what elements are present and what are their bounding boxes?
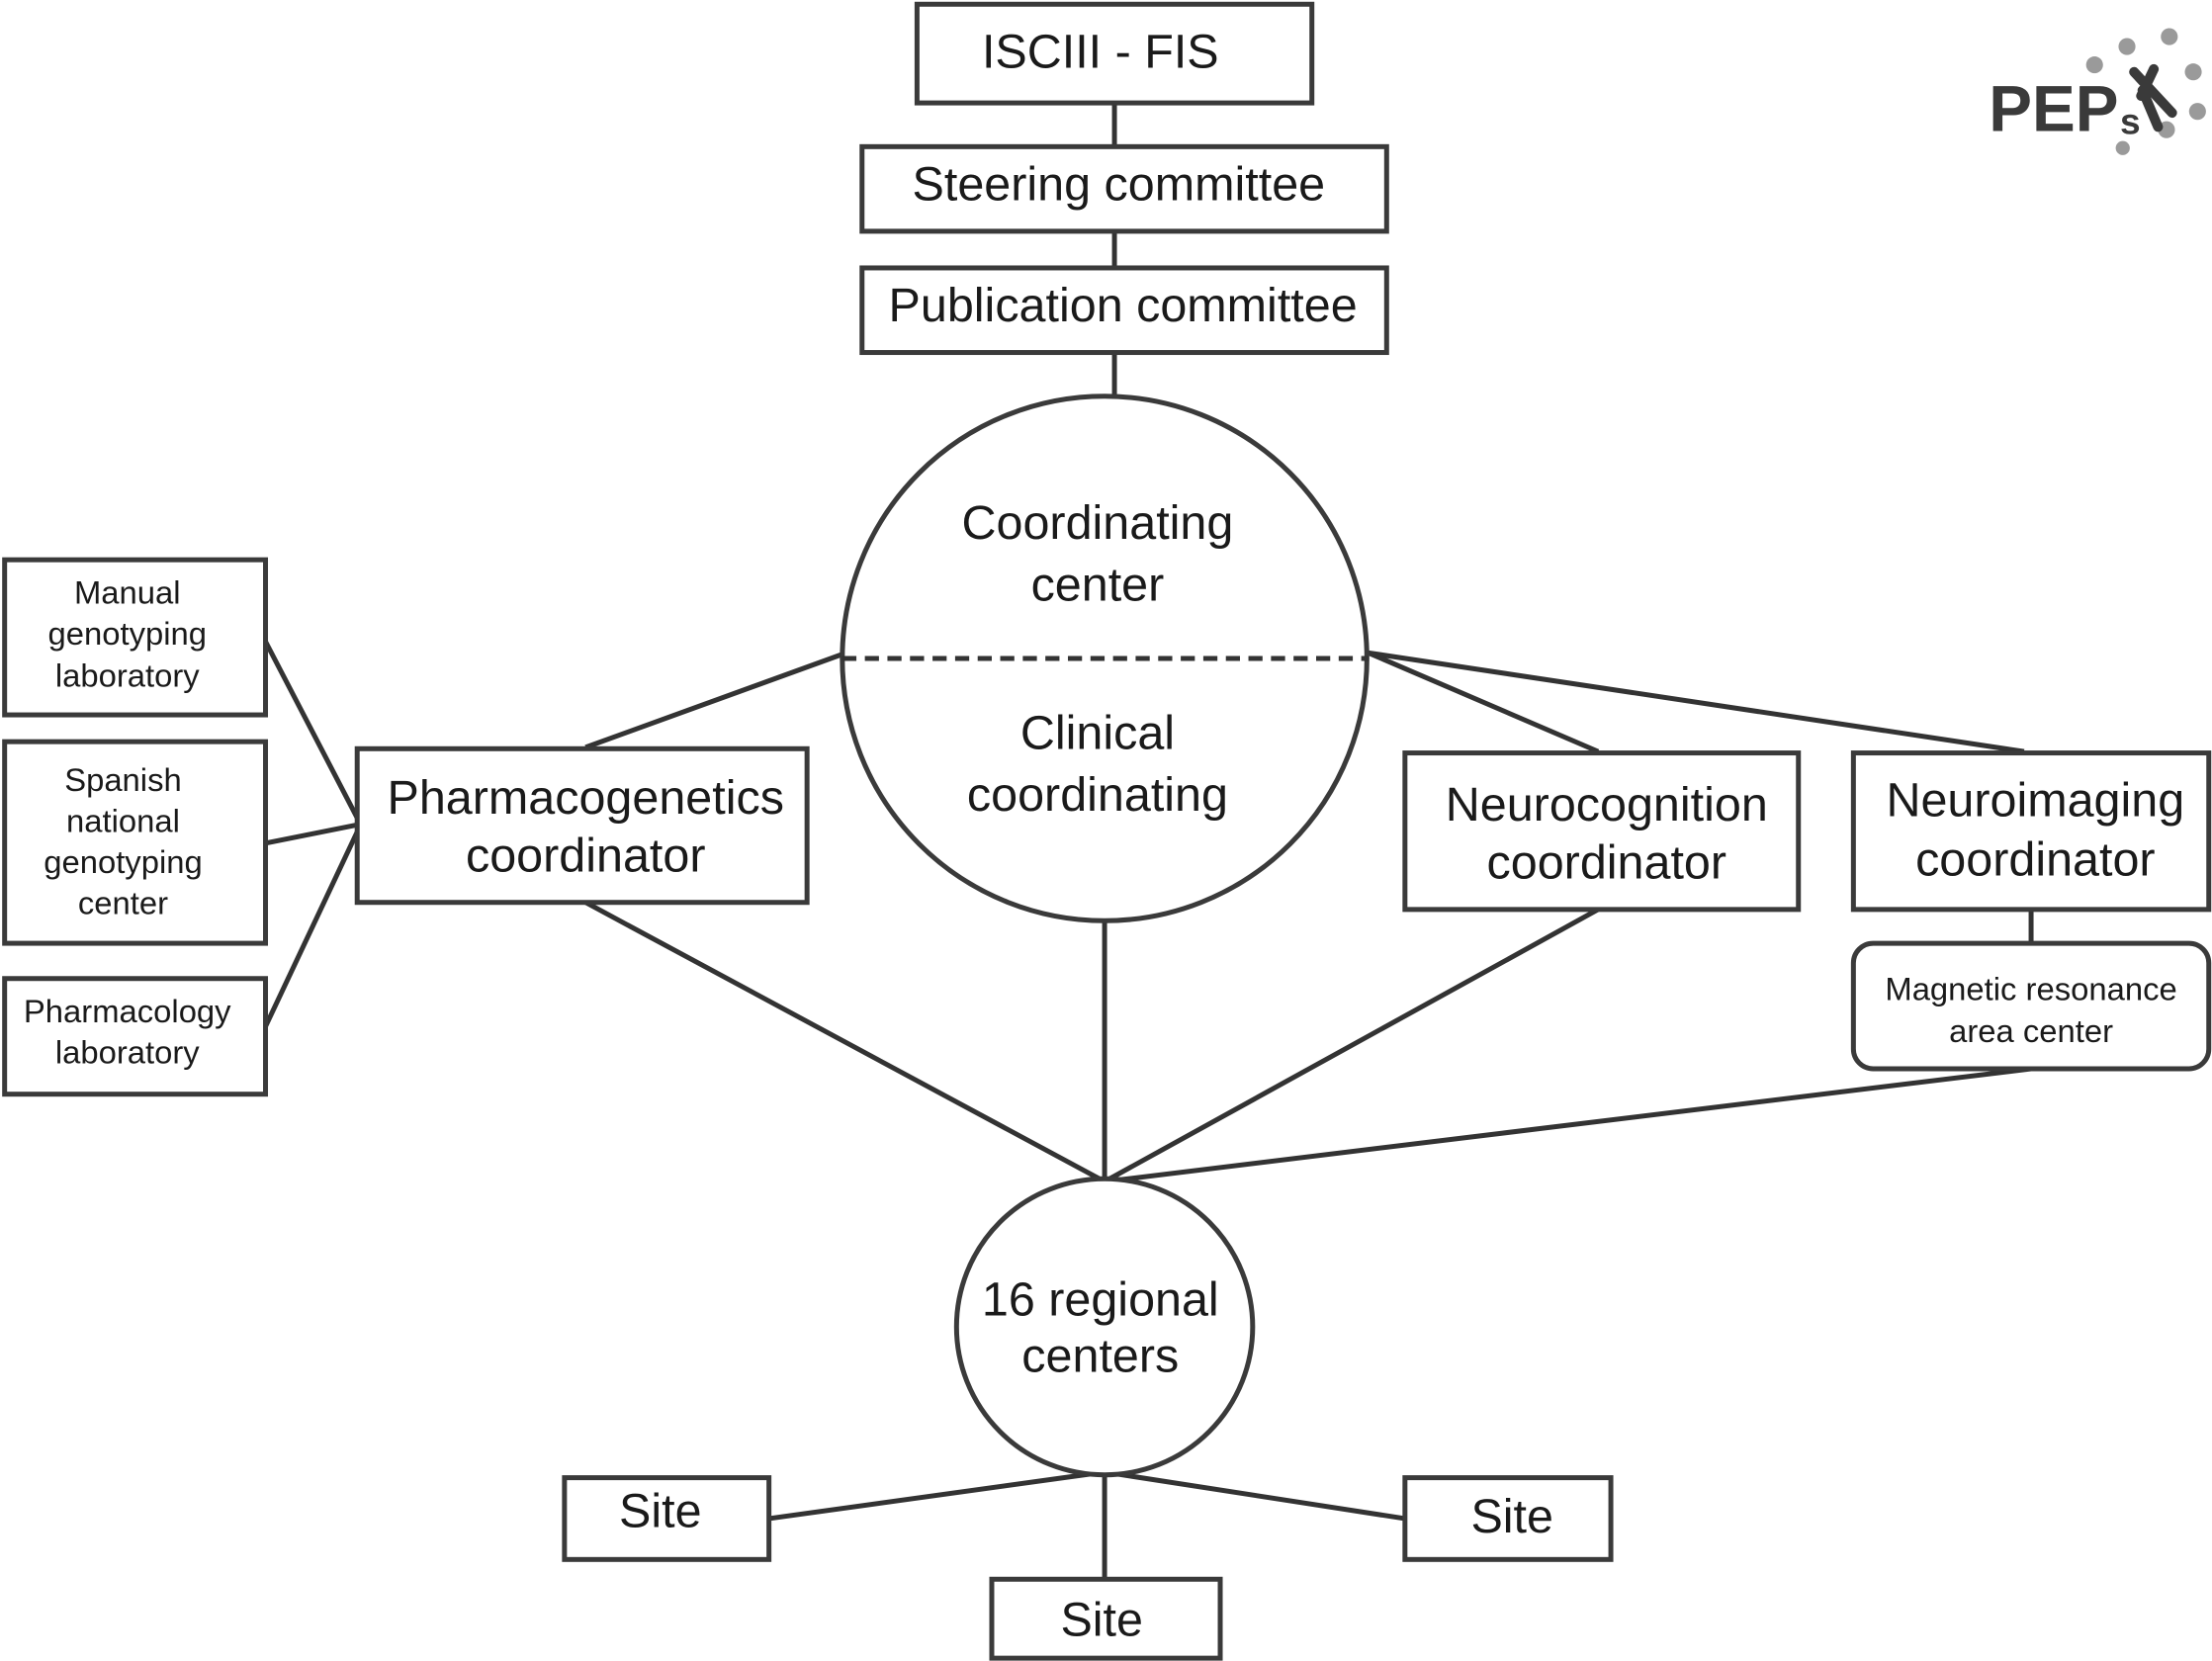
- neurocognition-label: Neurocognition: [1446, 778, 1768, 831]
- neuroimaging-coordinator-box: Neuroimaging coordinator: [1850, 750, 2212, 913]
- steering-committee-label: Steering committee: [913, 157, 1326, 211]
- connector: [1103, 907, 1600, 1184]
- spanish-genotyping-label: national: [66, 803, 180, 839]
- funder-box: ISCIII - FIS: [914, 1, 1315, 106]
- coordinating-center-circle: Coordinating center Clinical coordinatin…: [840, 393, 1370, 923]
- publication-committee-label: Publication committee: [889, 279, 1358, 332]
- neuroimaging-label: Neuroimaging: [1886, 774, 2184, 828]
- spanish-genotyping-label: Spanish: [64, 761, 182, 798]
- pharmacology-lab-box: Pharmacology laboratory: [2, 976, 269, 1097]
- steering-committee-box: Steering committee: [859, 143, 1389, 234]
- connector: [265, 822, 358, 846]
- spanish-genotyping-label: center: [78, 884, 168, 920]
- site-box: Site: [989, 1576, 1223, 1661]
- logo-wordmark: PEPs: [1989, 73, 2140, 145]
- peps-logo: PEPs: [1989, 28, 2206, 155]
- connector: [584, 900, 1106, 1184]
- pharmacogenetics-coordinator-box: Pharmacogenetics coordinator: [354, 745, 810, 906]
- clinical-coordinating-label: Clinical: [1020, 706, 1175, 759]
- publication-committee-box: Publication committee: [859, 265, 1389, 356]
- manual-genotyping-label: Manual: [74, 574, 181, 611]
- neurocognition-label: coordinator: [1487, 835, 1727, 889]
- funder-label: ISCIII - FIS: [982, 25, 1219, 78]
- site-label: Site: [1470, 1490, 1553, 1543]
- chromosome-icon: [2129, 63, 2177, 132]
- regional-centers-label: 16 regional: [982, 1273, 1219, 1327]
- regional-centers-label: centers: [1021, 1330, 1179, 1383]
- site-box: Site: [562, 1475, 772, 1562]
- spanish-genotyping-box: Spanish national genotyping center: [2, 739, 269, 946]
- site-box: Site: [1402, 1475, 1614, 1562]
- manual-genotyping-label: laboratory: [55, 657, 200, 694]
- site-label: Site: [619, 1484, 702, 1537]
- magnetic-resonance-label: Magnetic resonance: [1885, 970, 2176, 1006]
- connector: [1368, 650, 2025, 754]
- connector: [768, 1469, 1106, 1522]
- connectors: [263, 103, 2034, 1580]
- coordinating-center-label: center: [1031, 559, 1165, 612]
- neurocognition-coordinator-box: Neurocognition coordinator: [1402, 750, 1802, 913]
- manual-genotyping-label: genotyping: [48, 615, 207, 652]
- neuroimaging-label: coordinator: [1915, 833, 2156, 887]
- pharmacology-lab-label: laboratory: [55, 1033, 200, 1070]
- spanish-genotyping-label: genotyping: [44, 843, 202, 880]
- pharmacogenetics-label: Pharmacogenetics: [388, 771, 784, 825]
- clinical-coordinating-label: coordinating: [967, 768, 1228, 822]
- pharmacogenetics-label: coordinator: [466, 829, 706, 882]
- pharmacology-lab-label: Pharmacology: [24, 993, 231, 1029]
- connector: [1104, 1066, 2032, 1184]
- connector: [1367, 651, 1600, 754]
- connector: [263, 830, 360, 1028]
- regional-centers-circle: 16 regional centers: [953, 1176, 1256, 1478]
- site-label: Site: [1060, 1593, 1143, 1646]
- connector: [263, 640, 360, 820]
- coordinating-center-label: Coordinating: [962, 496, 1234, 550]
- connector: [1104, 1469, 1406, 1522]
- magnetic-resonance-label: area center: [1949, 1012, 2113, 1049]
- magnetic-resonance-box: Magnetic resonance area center: [1850, 940, 2212, 1072]
- connector: [584, 652, 843, 750]
- manual-genotyping-box: Manual genotyping laboratory: [2, 557, 269, 718]
